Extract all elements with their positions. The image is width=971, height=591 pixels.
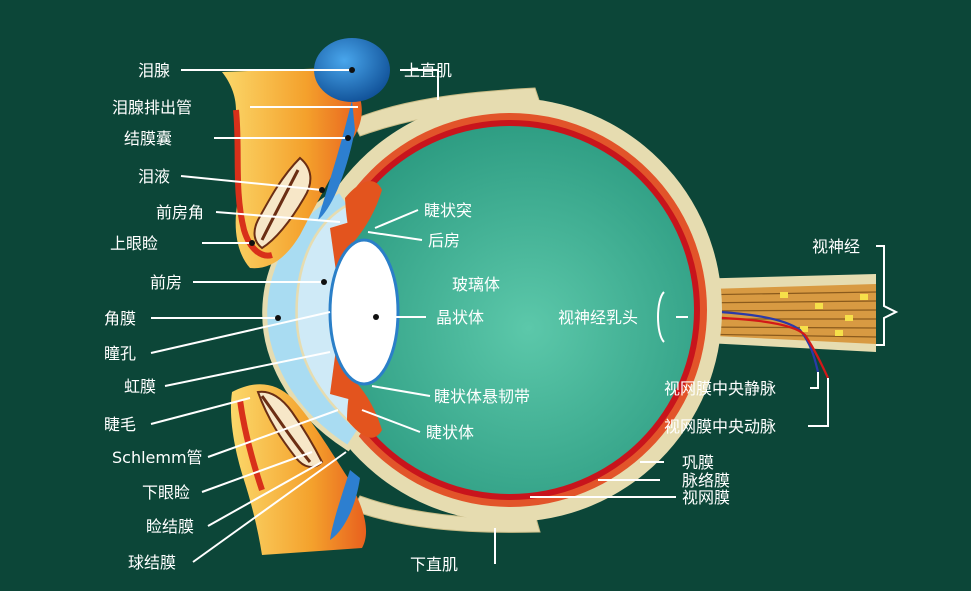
vitreous-body — [326, 126, 694, 494]
label-posterior-chamber: 后房 — [428, 231, 460, 250]
ciliary-body-upper — [345, 181, 382, 244]
label-choroid: 脉络膜 — [682, 471, 730, 490]
optic-nerve-bracket — [876, 245, 899, 346]
label-pupil: 瞳孔 — [104, 344, 136, 363]
leader-lines — [150, 69, 829, 564]
lower-eyelid — [230, 384, 367, 555]
label-dots — [249, 67, 379, 321]
label-schlemm-canal: Schlemm管 — [112, 448, 203, 467]
label-superior-rectus: 上直肌 — [404, 61, 452, 80]
ciliary-body-lower — [347, 378, 382, 438]
label-ciliary-process: 睫状突 — [424, 201, 472, 220]
label-ciliary-body: 睫状体 — [426, 423, 474, 442]
upper-eyelid — [222, 68, 362, 269]
label-optic-disc: 视神经乳头 — [558, 308, 638, 327]
label-lower-eyelid: 下眼睑 — [142, 483, 190, 502]
lens — [328, 238, 400, 386]
label-cornea: 角膜 — [104, 309, 136, 328]
label-conjunctival-sac: 结膜囊 — [124, 129, 172, 148]
label-vitreous-body: 玻璃体 — [452, 275, 500, 294]
label-bulbar-conjunctiva: 球结膜 — [128, 553, 176, 572]
label-retina: 视网膜 — [682, 488, 730, 507]
label-lacrimal-duct: 泪腺排出管 — [112, 98, 192, 117]
label-anterior-chamber-angle: 前房角 — [156, 203, 204, 222]
optic-disc-bracket — [657, 291, 665, 343]
label-lens: 晶状体 — [436, 308, 484, 327]
label-sclera: 巩膜 — [682, 453, 714, 472]
label-inferior-rectus: 下直肌 — [410, 555, 458, 574]
label-iris: 虹膜 — [124, 377, 156, 396]
label-tear-fluid: 泪液 — [138, 167, 170, 186]
label-palpebral-conjunctiva: 睑结膜 — [146, 517, 194, 536]
label-anterior-chamber: 前房 — [150, 273, 182, 292]
label-lacrimal-gland: 泪腺 — [138, 61, 170, 80]
labels: 泪腺 泪腺排出管 结膜囊 泪液 前房角 上眼睑 前房 角膜 瞳孔 虹膜 睫毛 S… — [104, 61, 860, 574]
label-central-retinal-artery: 视网膜中央动脉 — [664, 417, 776, 436]
label-eyelash: 睫毛 — [104, 415, 136, 434]
label-central-retinal-vein: 视网膜中央静脉 — [664, 379, 776, 398]
label-optic-nerve: 视神经 — [812, 237, 860, 256]
label-upper-eyelid: 上眼睑 — [110, 234, 158, 253]
label-zonule: 睫状体悬韧带 — [434, 387, 530, 406]
